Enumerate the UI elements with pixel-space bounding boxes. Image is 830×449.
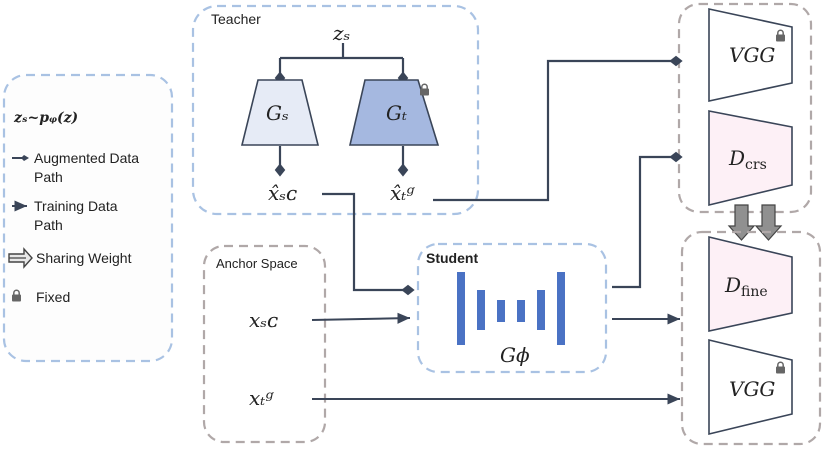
teacher-title: Teacher bbox=[211, 11, 261, 27]
legend-augmented-label-2: Path bbox=[34, 169, 63, 185]
discriminator-crs-sub: crs bbox=[745, 157, 767, 173]
teacher-out-sc-label: x̂ₛᴄ bbox=[268, 181, 297, 205]
generator-s bbox=[240, 79, 320, 146]
anchor-panel bbox=[202, 244, 327, 444]
legend-distribution: zₛ~pᵩ(z) bbox=[13, 110, 78, 126]
vgg-top-label: VGG bbox=[729, 43, 775, 67]
teacher-panel bbox=[191, 4, 480, 216]
vgg-bottom bbox=[708, 338, 793, 436]
student-gen-label: Gϕ bbox=[500, 343, 530, 367]
teacher-z-label: zₛ bbox=[332, 21, 350, 45]
vgg-bottom-label: VGG bbox=[729, 377, 775, 401]
generator-t bbox=[348, 79, 440, 146]
teacher-out-tg-label: x̂ₜᵍ bbox=[390, 181, 415, 205]
path-student-to-dcrs bbox=[612, 151, 683, 289]
discriminator-crs-label: Dcrs bbox=[728, 146, 767, 173]
legend-training-label-2: Path bbox=[34, 217, 63, 233]
lock-icon bbox=[419, 83, 430, 97]
legend-training-label-1: Training Data bbox=[34, 198, 118, 214]
generator-s-label: Gₛ bbox=[266, 101, 289, 125]
discriminator-fine bbox=[708, 235, 793, 332]
legend-sharing-label: Sharing Weight bbox=[36, 250, 132, 266]
sharing-weight-arrows bbox=[727, 204, 783, 241]
student-title: Student bbox=[426, 250, 478, 266]
anchor-x-tg-label: xₜᵍ bbox=[249, 386, 274, 410]
anchor-x-sc-label: xₛᴄ bbox=[249, 308, 278, 332]
generator-t-label: Gₜ bbox=[386, 101, 407, 125]
legend-fixed-label: Fixed bbox=[36, 289, 70, 305]
discriminator-fine-sub: fine bbox=[741, 284, 768, 300]
discriminator-fine-label: Dfine bbox=[724, 273, 768, 300]
legend-augmented-label-1: Augmented Data bbox=[34, 150, 139, 166]
double-arrow-icon bbox=[8, 247, 33, 269]
path-xhat-tg-to-vgg bbox=[433, 55, 683, 202]
path-xsc-to-student bbox=[311, 312, 411, 324]
path-xhat-sc-to-student bbox=[322, 192, 415, 296]
right-bottom-panel bbox=[680, 230, 822, 446]
legend-panel bbox=[2, 73, 174, 363]
discriminator-crs bbox=[708, 110, 793, 207]
student-generator bbox=[457, 272, 565, 345]
anchor-title: Anchor Space bbox=[216, 256, 298, 271]
diamond-arrow-icon bbox=[12, 155, 29, 161]
vgg-top bbox=[708, 8, 793, 102]
